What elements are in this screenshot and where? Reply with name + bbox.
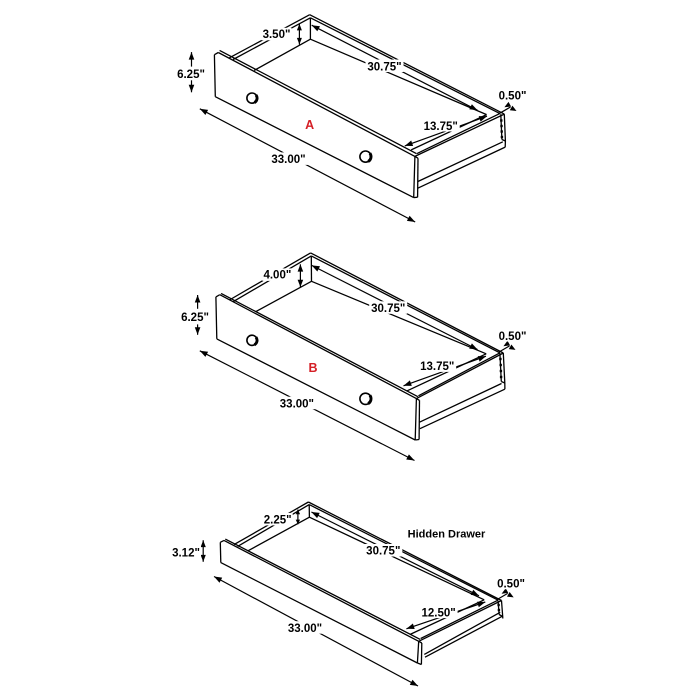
svg-text:0.50": 0.50": [499, 91, 527, 103]
svg-text:30.75": 30.75": [371, 303, 405, 315]
svg-text:33.00": 33.00": [280, 399, 314, 411]
svg-text:6.25": 6.25": [177, 69, 205, 81]
svg-text:30.75": 30.75": [366, 546, 400, 558]
svg-text:3.50": 3.50": [263, 29, 291, 41]
svg-text:13.75": 13.75": [424, 121, 458, 133]
svg-text:30.75": 30.75": [367, 61, 401, 73]
svg-text:B: B: [308, 361, 317, 375]
svg-text:12.50": 12.50": [421, 607, 455, 619]
svg-text:13.75": 13.75": [420, 361, 454, 373]
svg-text:3.12": 3.12": [172, 548, 200, 560]
svg-text:4.00": 4.00": [263, 269, 291, 281]
svg-text:33.00": 33.00": [288, 623, 322, 635]
svg-text:0.50": 0.50": [497, 579, 525, 591]
svg-text:2.25": 2.25": [264, 514, 292, 526]
svg-text:33.00": 33.00": [271, 154, 305, 166]
svg-text:6.25": 6.25": [181, 312, 209, 324]
svg-text:0.50": 0.50": [499, 331, 527, 343]
svg-text:Hidden Drawer: Hidden Drawer: [408, 529, 486, 541]
svg-text:A: A: [305, 118, 314, 132]
